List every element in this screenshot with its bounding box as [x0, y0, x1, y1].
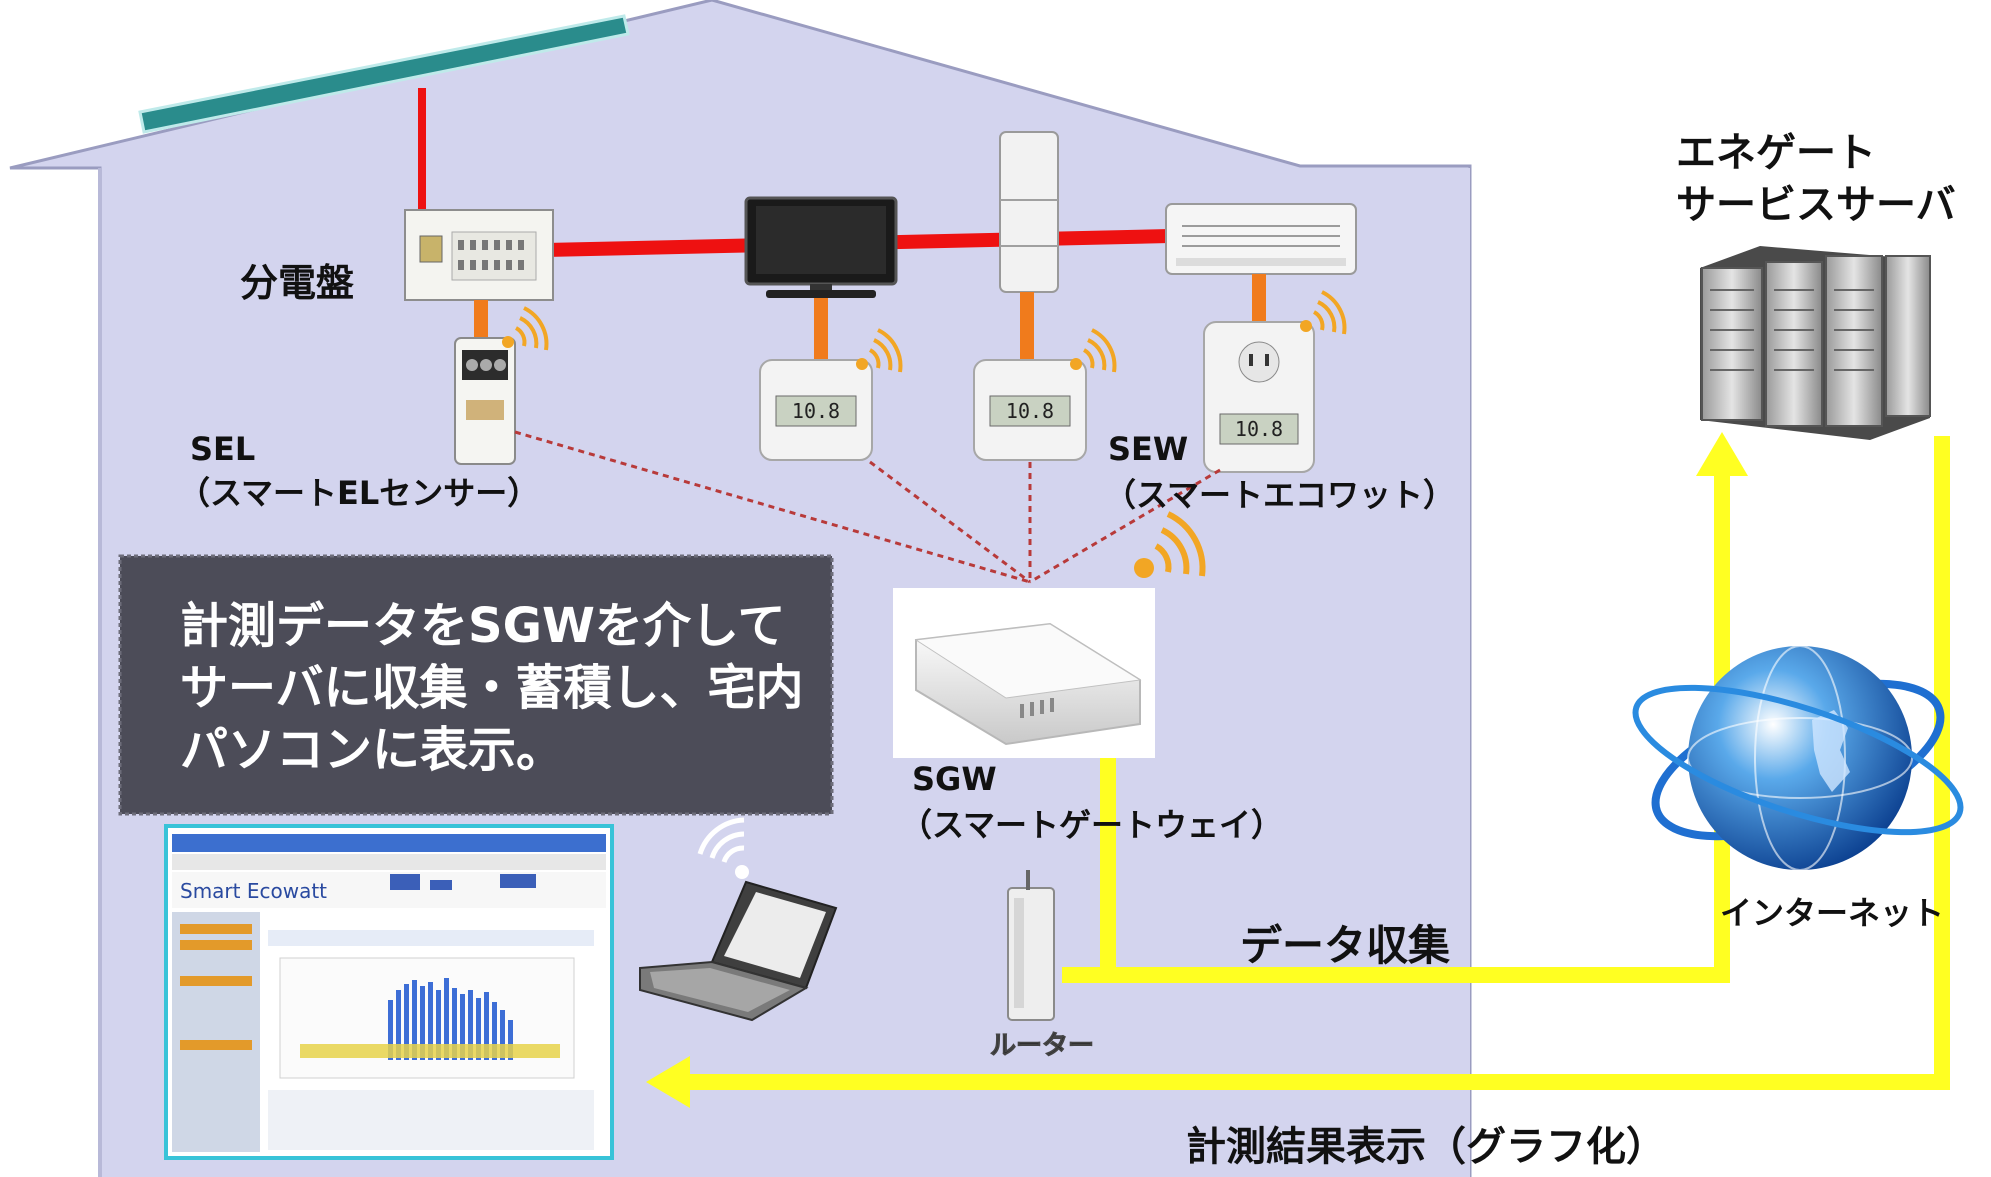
data-collection-label: データ収集 [1240, 921, 1450, 970]
callout-line-2: サーバに収集・蓄積し、宅内 [180, 660, 804, 716]
wireless-icon-laptop [697, 817, 749, 879]
sew-meter-tv-icon: 10.8 [759, 359, 873, 461]
refrigerator-icon [999, 131, 1059, 293]
internet-label: インターネット [1720, 894, 1944, 932]
link-ac-sew [1252, 274, 1266, 322]
sew-code-label: SEW [1108, 430, 1188, 468]
link-fridge-sew [1020, 292, 1034, 360]
sel-name-label: （スマートELセンサー） [178, 474, 539, 512]
router-icon [1007, 870, 1055, 1021]
sew-outlet-meter-icon: 10.8 [1203, 321, 1315, 473]
arrow-up-to-server [1696, 432, 1748, 476]
sew-name-label: （スマートエコワット） [1104, 476, 1455, 514]
solar-panel-icon [138, 14, 630, 134]
wireless-icon-sel [502, 306, 549, 351]
meter-reading-2: 10.8 [1006, 399, 1054, 423]
sgw-name-label: （スマートゲートウェイ） [900, 806, 1283, 844]
callout-line-3: パソコンに表示。 [180, 722, 564, 778]
panel-label: 分電盤 [240, 261, 354, 305]
display-label: 計測結果表示（グラフ化） [1186, 1124, 1666, 1170]
pc-screen-window: Smart Ecowatt [164, 824, 614, 1160]
sel-sensor-icon [454, 337, 516, 465]
tv-icon [744, 196, 898, 298]
server-icon [1700, 246, 1931, 440]
router-label: ルーター [990, 1031, 1094, 1061]
callout-line-1: 計測データをSGWを介して [180, 598, 785, 654]
data-lines [680, 436, 1950, 1090]
sew-meter-fridge-icon: 10.8 [973, 359, 1087, 461]
wireless-links [514, 430, 1221, 584]
laptop-icon [639, 880, 838, 1022]
wireless-icon-sew1 [856, 328, 903, 373]
sgw-code-label: SGW [912, 760, 997, 798]
air-conditioner-icon [1165, 203, 1357, 275]
link-tv-sew [814, 298, 828, 360]
callout-box [118, 554, 834, 816]
meter-reading-1: 10.8 [792, 399, 840, 423]
wireless-icon-sgw [1134, 511, 1206, 578]
server-label-1: エネゲート [1676, 130, 1876, 176]
link-panel-sel [474, 300, 488, 338]
internet-globe-icon [1632, 645, 1964, 871]
meter-reading-3: 10.8 [1235, 417, 1283, 441]
wireless-icon-sew2 [1070, 328, 1117, 373]
screen-brand: Smart Ecowatt [180, 879, 327, 903]
wireless-icon-sew3 [1300, 290, 1347, 335]
server-label-2: サービスサーバ [1676, 182, 1956, 228]
distribution-panel-icon [404, 209, 554, 301]
arrow-left-to-pc [646, 1056, 690, 1108]
sel-code-label: SEL [190, 430, 255, 468]
sgw-gateway-icon [893, 588, 1155, 758]
